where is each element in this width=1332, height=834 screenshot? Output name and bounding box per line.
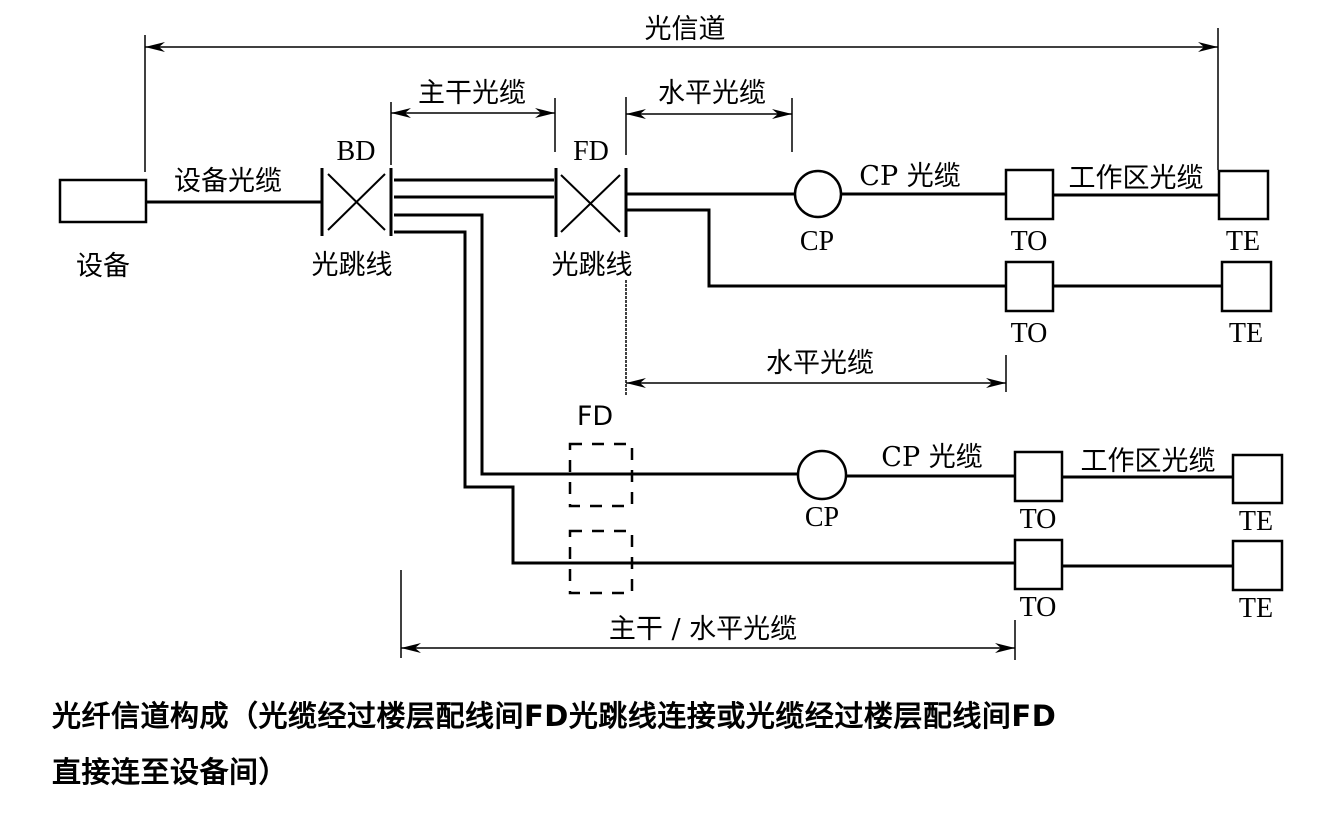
to-box <box>1013 450 1064 503</box>
horizontal-cable-row2 <box>626 208 1006 288</box>
cp-cable-label: CP 光缆 <box>859 161 960 192</box>
equipment-cable-label: 设备光缆 <box>174 166 282 197</box>
fd-bottom-label: FD <box>577 401 613 432</box>
te-box <box>1231 539 1284 592</box>
cp-label: CP <box>800 226 834 257</box>
bd-patch-panel <box>320 168 393 236</box>
backbone-horizontal-label: 主干 / 水平光缆 <box>609 614 797 645</box>
to-label: TO <box>1011 318 1048 349</box>
optical-channel-label: 光信道 <box>645 14 726 45</box>
equipment-box <box>58 178 148 224</box>
te-box <box>1231 453 1284 505</box>
backbone-cable-label: 主干光缆 <box>418 78 526 109</box>
to-label: TO <box>1020 592 1057 623</box>
backbone-cable-4 <box>394 230 1015 565</box>
cp-node <box>793 169 843 219</box>
caption-line-2: 直接连至设备间） <box>52 755 289 789</box>
fd-patch-panel <box>554 168 628 237</box>
work-area-cable-label: 工作区光缆 <box>1081 446 1216 477</box>
to-box <box>1013 538 1064 591</box>
horizontal-cable-mid-label: 水平光缆 <box>766 348 874 379</box>
te-label: TE <box>1239 593 1273 624</box>
to-label: TO <box>1020 504 1057 535</box>
to-box <box>1004 260 1055 313</box>
backbone-cable-3 <box>394 213 800 476</box>
equipment-label: 设备 <box>76 251 130 282</box>
cp-node <box>796 449 848 501</box>
bd-label: BD <box>337 136 376 167</box>
fd-patch-label: 光跳线 <box>552 250 633 281</box>
to-box <box>1004 168 1055 221</box>
to-label: TO <box>1011 226 1048 257</box>
te-label: TE <box>1226 226 1260 257</box>
caption-line-1: 光纤信道构成（光缆经过楼层配线间FD光跳线连接或光缆经过楼层配线间FD <box>52 699 1057 733</box>
fd-top-label: FD <box>573 136 609 167</box>
fd-dashed-box <box>568 529 634 595</box>
cp-label: CP <box>805 502 839 533</box>
fd-dashed-box <box>568 442 634 508</box>
work-area-cable-label: 工作区光缆 <box>1069 163 1204 194</box>
optical-channel-dimension: 光信道 <box>144 14 1219 172</box>
te-box <box>1217 169 1270 221</box>
cp-cable-label: CP 光缆 <box>881 442 982 473</box>
te-label: TE <box>1239 506 1273 537</box>
bd-patch-label: 光跳线 <box>312 250 393 281</box>
te-box <box>1220 260 1273 313</box>
horizontal-cable-top-label: 水平光缆 <box>658 78 766 109</box>
te-label: TE <box>1229 318 1263 349</box>
figure-caption: 光纤信道构成（光缆经过楼层配线间FD光跳线连接或光缆经过楼层配线间FD 直接连至… <box>52 688 1322 800</box>
fiber-channel-diagram: 光信道 设备 设备光缆 BD 光跳线 主干光缆 FD 光跳线 水平光缆 CP C… <box>58 14 1284 660</box>
